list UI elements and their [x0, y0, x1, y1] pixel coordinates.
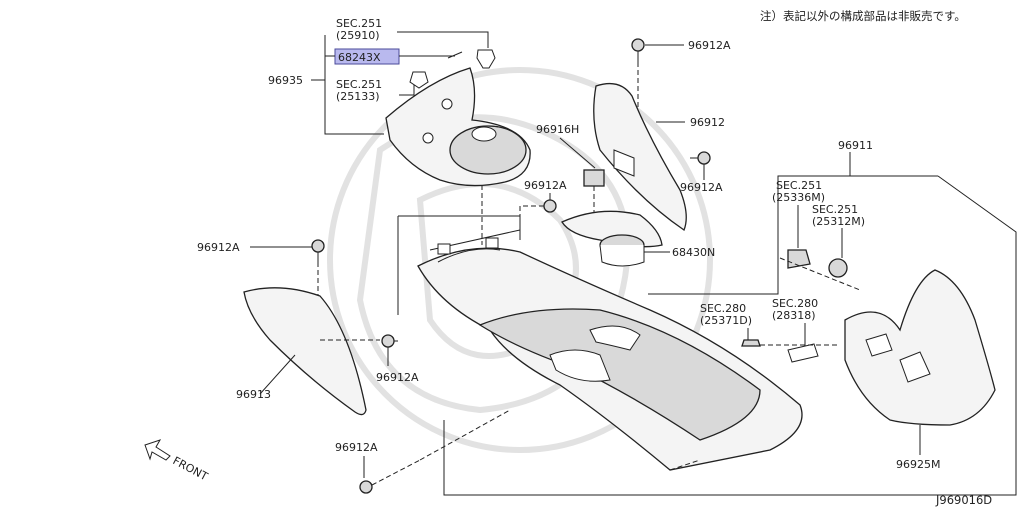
label-sec251-b: SEC.251	[336, 78, 382, 91]
label-ref-25910: (25910)	[336, 29, 380, 42]
screw-icon	[381, 334, 395, 348]
diagram-code: J969016D	[935, 493, 992, 507]
screw-icon	[359, 480, 373, 494]
label-96912a-top: 96912A	[688, 39, 731, 52]
label-68430n: 68430N	[672, 246, 715, 259]
label-ref-28318: (28318)	[772, 309, 816, 322]
note-text: 注）表記以外の構成部品は非販売です。	[760, 9, 966, 23]
label-sec280-b: SEC.280	[772, 297, 818, 310]
side-panel-group: 96912A 96913	[236, 287, 419, 416]
label-sec251-d: SEC.251	[812, 203, 858, 216]
label-96913: 96913	[236, 388, 271, 401]
socket-group: SEC.251 (25336M) SEC.251 (25312M)	[772, 179, 865, 291]
label-96935: 96935	[268, 74, 303, 87]
rear-storage	[844, 269, 996, 426]
label-ref-25312m: (25312M)	[812, 215, 865, 228]
label-sec280-a: SEC.280	[700, 302, 746, 315]
label-96916h: 96916H	[536, 123, 579, 136]
label-96912: 96912	[690, 116, 725, 129]
label-front: FRONT	[171, 454, 211, 483]
label-ref-25133: (25133)	[336, 90, 380, 103]
label-96912a-mid: 96912A	[524, 179, 567, 192]
console-lid	[549, 349, 611, 382]
screw-icon	[311, 239, 325, 253]
sec280-group: SEC.280 (25371D) SEC.280 (28318)	[700, 297, 840, 363]
screw-bottom: 96912A	[335, 409, 511, 494]
front-indicator: FRONT	[144, 439, 211, 483]
shift-boot	[449, 125, 527, 175]
label-96912a-lower: 96912A	[376, 371, 419, 384]
shift-bezel-group: SEC.251 (25910) 68243X 96935 SEC.251 (25…	[268, 17, 531, 245]
connector-part	[741, 339, 761, 347]
screw-icon	[631, 38, 645, 52]
socket-cap	[828, 258, 848, 278]
switch-group: 96916H	[536, 123, 605, 215]
label-ref-25371d: (25371D)	[700, 314, 752, 327]
side-panel	[243, 287, 367, 416]
screw-mid: 96912A	[519, 179, 567, 240]
label-96912a-right: 96912A	[680, 181, 723, 194]
side-trim-group: 96912 96912A	[593, 82, 725, 231]
label-ref-25336m: (25336M)	[772, 191, 825, 204]
label-96912a-left: 96912A	[197, 241, 240, 254]
switch-part	[583, 169, 605, 187]
label-96911: 96911	[838, 139, 873, 152]
cupholder-group: 68430N	[561, 210, 715, 267]
label-sec251-a: SEC.251	[336, 17, 382, 30]
main-console-group: 96911	[397, 139, 1017, 496]
rear-storage-group: 96925M	[844, 269, 996, 471]
side-trim	[593, 82, 687, 231]
label-96912a-bottom: 96912A	[335, 441, 378, 454]
label-sec251-c: SEC.251	[776, 179, 822, 192]
label-68243x[interactable]: 68243X	[338, 51, 381, 64]
label-96925m: 96925M	[896, 458, 940, 471]
power-socket	[787, 249, 811, 269]
screw-icon	[543, 199, 557, 213]
usb-port	[787, 343, 819, 363]
front-arrow-icon	[144, 439, 171, 461]
